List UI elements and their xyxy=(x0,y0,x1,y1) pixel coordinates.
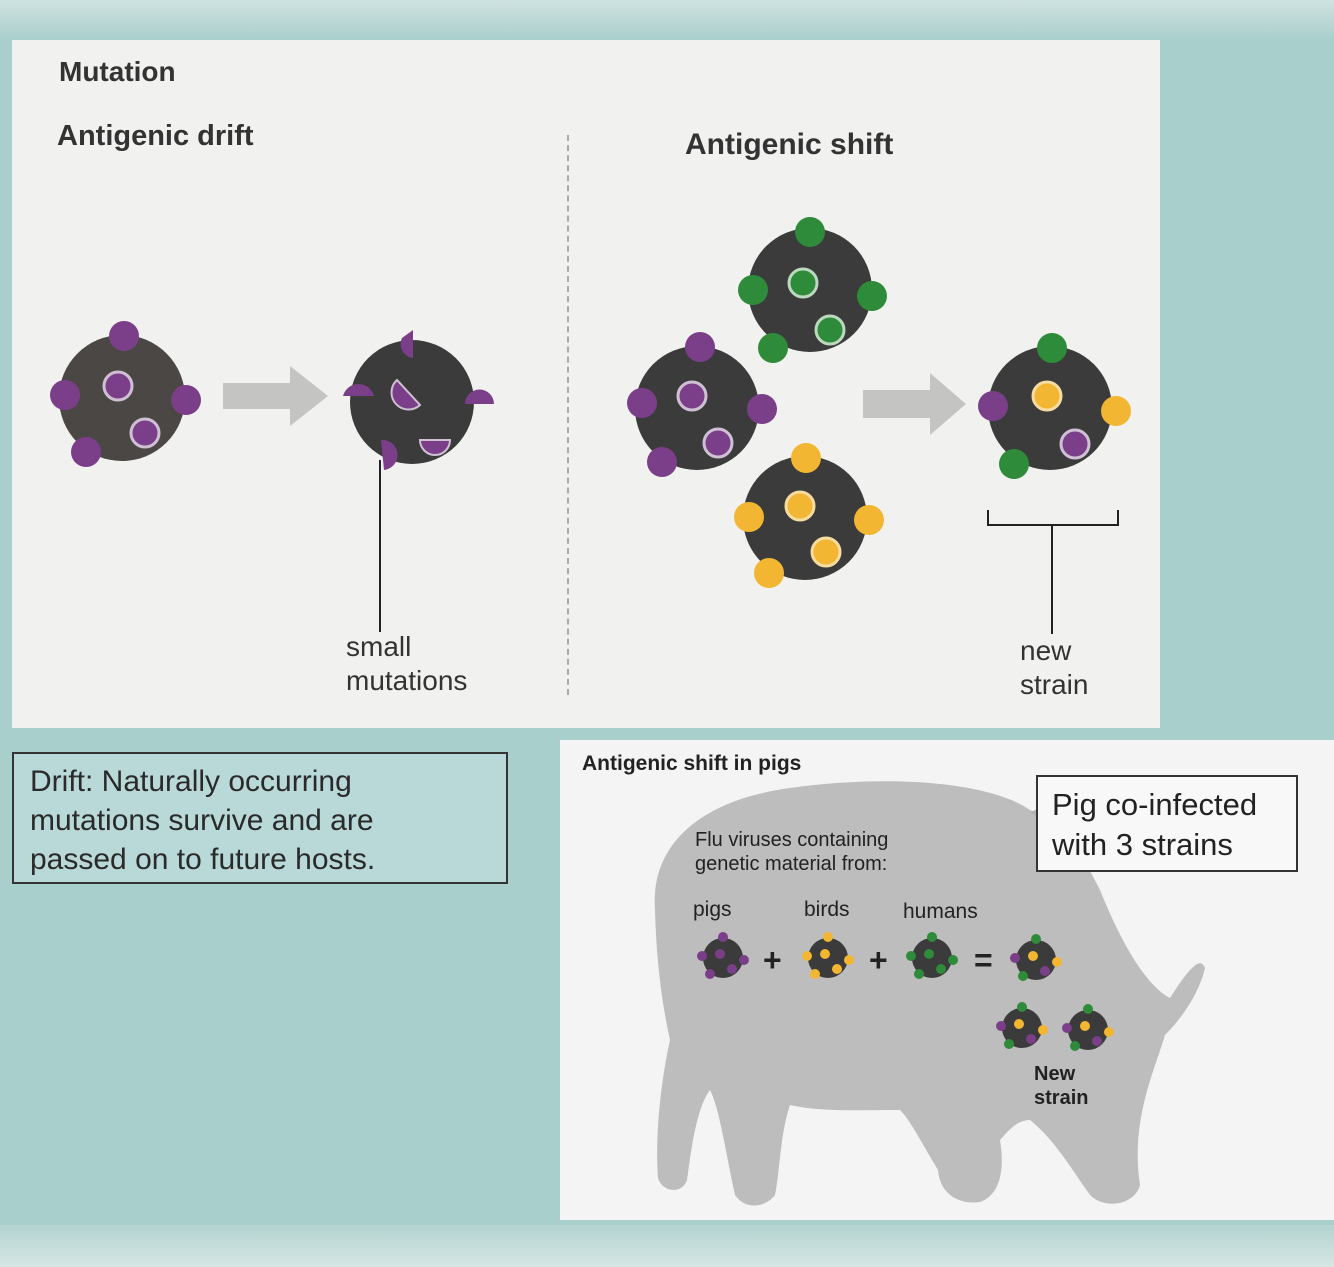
equals-sign: = xyxy=(974,942,993,979)
coinfected-note-text: Pig co-infected with 3 strains xyxy=(1052,785,1292,865)
pig-panel-title: Antigenic shift in pigs xyxy=(582,752,801,776)
new-strain-virus xyxy=(978,333,1131,479)
pig-caption-line2: genetic material from: xyxy=(695,852,888,876)
pig-caption: Flu viruses containing genetic material … xyxy=(695,828,888,876)
plus-sign-1: + xyxy=(763,942,782,979)
pig-caption-line1: Flu viruses containing xyxy=(695,828,888,852)
drift-note-text: Drift: Naturally occurring mutations sur… xyxy=(30,762,500,879)
drift-note-line3: passed on to future hosts. xyxy=(30,840,500,879)
new-strain-bracket xyxy=(988,510,1118,634)
source-label-pigs: pigs xyxy=(693,898,732,922)
shift-arrow xyxy=(863,373,966,435)
pig-panel: Antigenic shift in pigs Flu viruses cont… xyxy=(560,740,1334,1220)
source-label-birds: birds xyxy=(804,898,850,922)
coinfected-note-line1: Pig co-infected xyxy=(1052,785,1292,825)
green-strain-virus xyxy=(738,217,887,363)
coinfected-note-line2: with 3 strains xyxy=(1052,825,1292,865)
mutation-illustration xyxy=(0,0,1334,740)
coinfected-note-box: Pig co-infected with 3 strains xyxy=(1036,775,1298,872)
yellow-strain-virus xyxy=(734,443,884,588)
drift-arrow xyxy=(223,366,328,426)
source-label-humans: humans xyxy=(903,900,978,924)
drift-note-box: Drift: Naturally occurring mutations sur… xyxy=(12,752,508,884)
pig-new-strain-line2: strain xyxy=(1034,1086,1088,1110)
drift-note-line1: Drift: Naturally occurring xyxy=(30,762,500,801)
drift-note-line2: mutations survive and are xyxy=(30,801,500,840)
pig-new-strain-label: New strain xyxy=(1034,1062,1088,1110)
purple-strain-virus xyxy=(627,332,777,477)
pig-new-strain-line1: New xyxy=(1034,1062,1088,1086)
drift-original-virus xyxy=(50,321,201,467)
screen-bottom-band xyxy=(0,1225,1334,1267)
drift-mutated-virus xyxy=(343,330,494,470)
plus-sign-2: + xyxy=(869,942,888,979)
